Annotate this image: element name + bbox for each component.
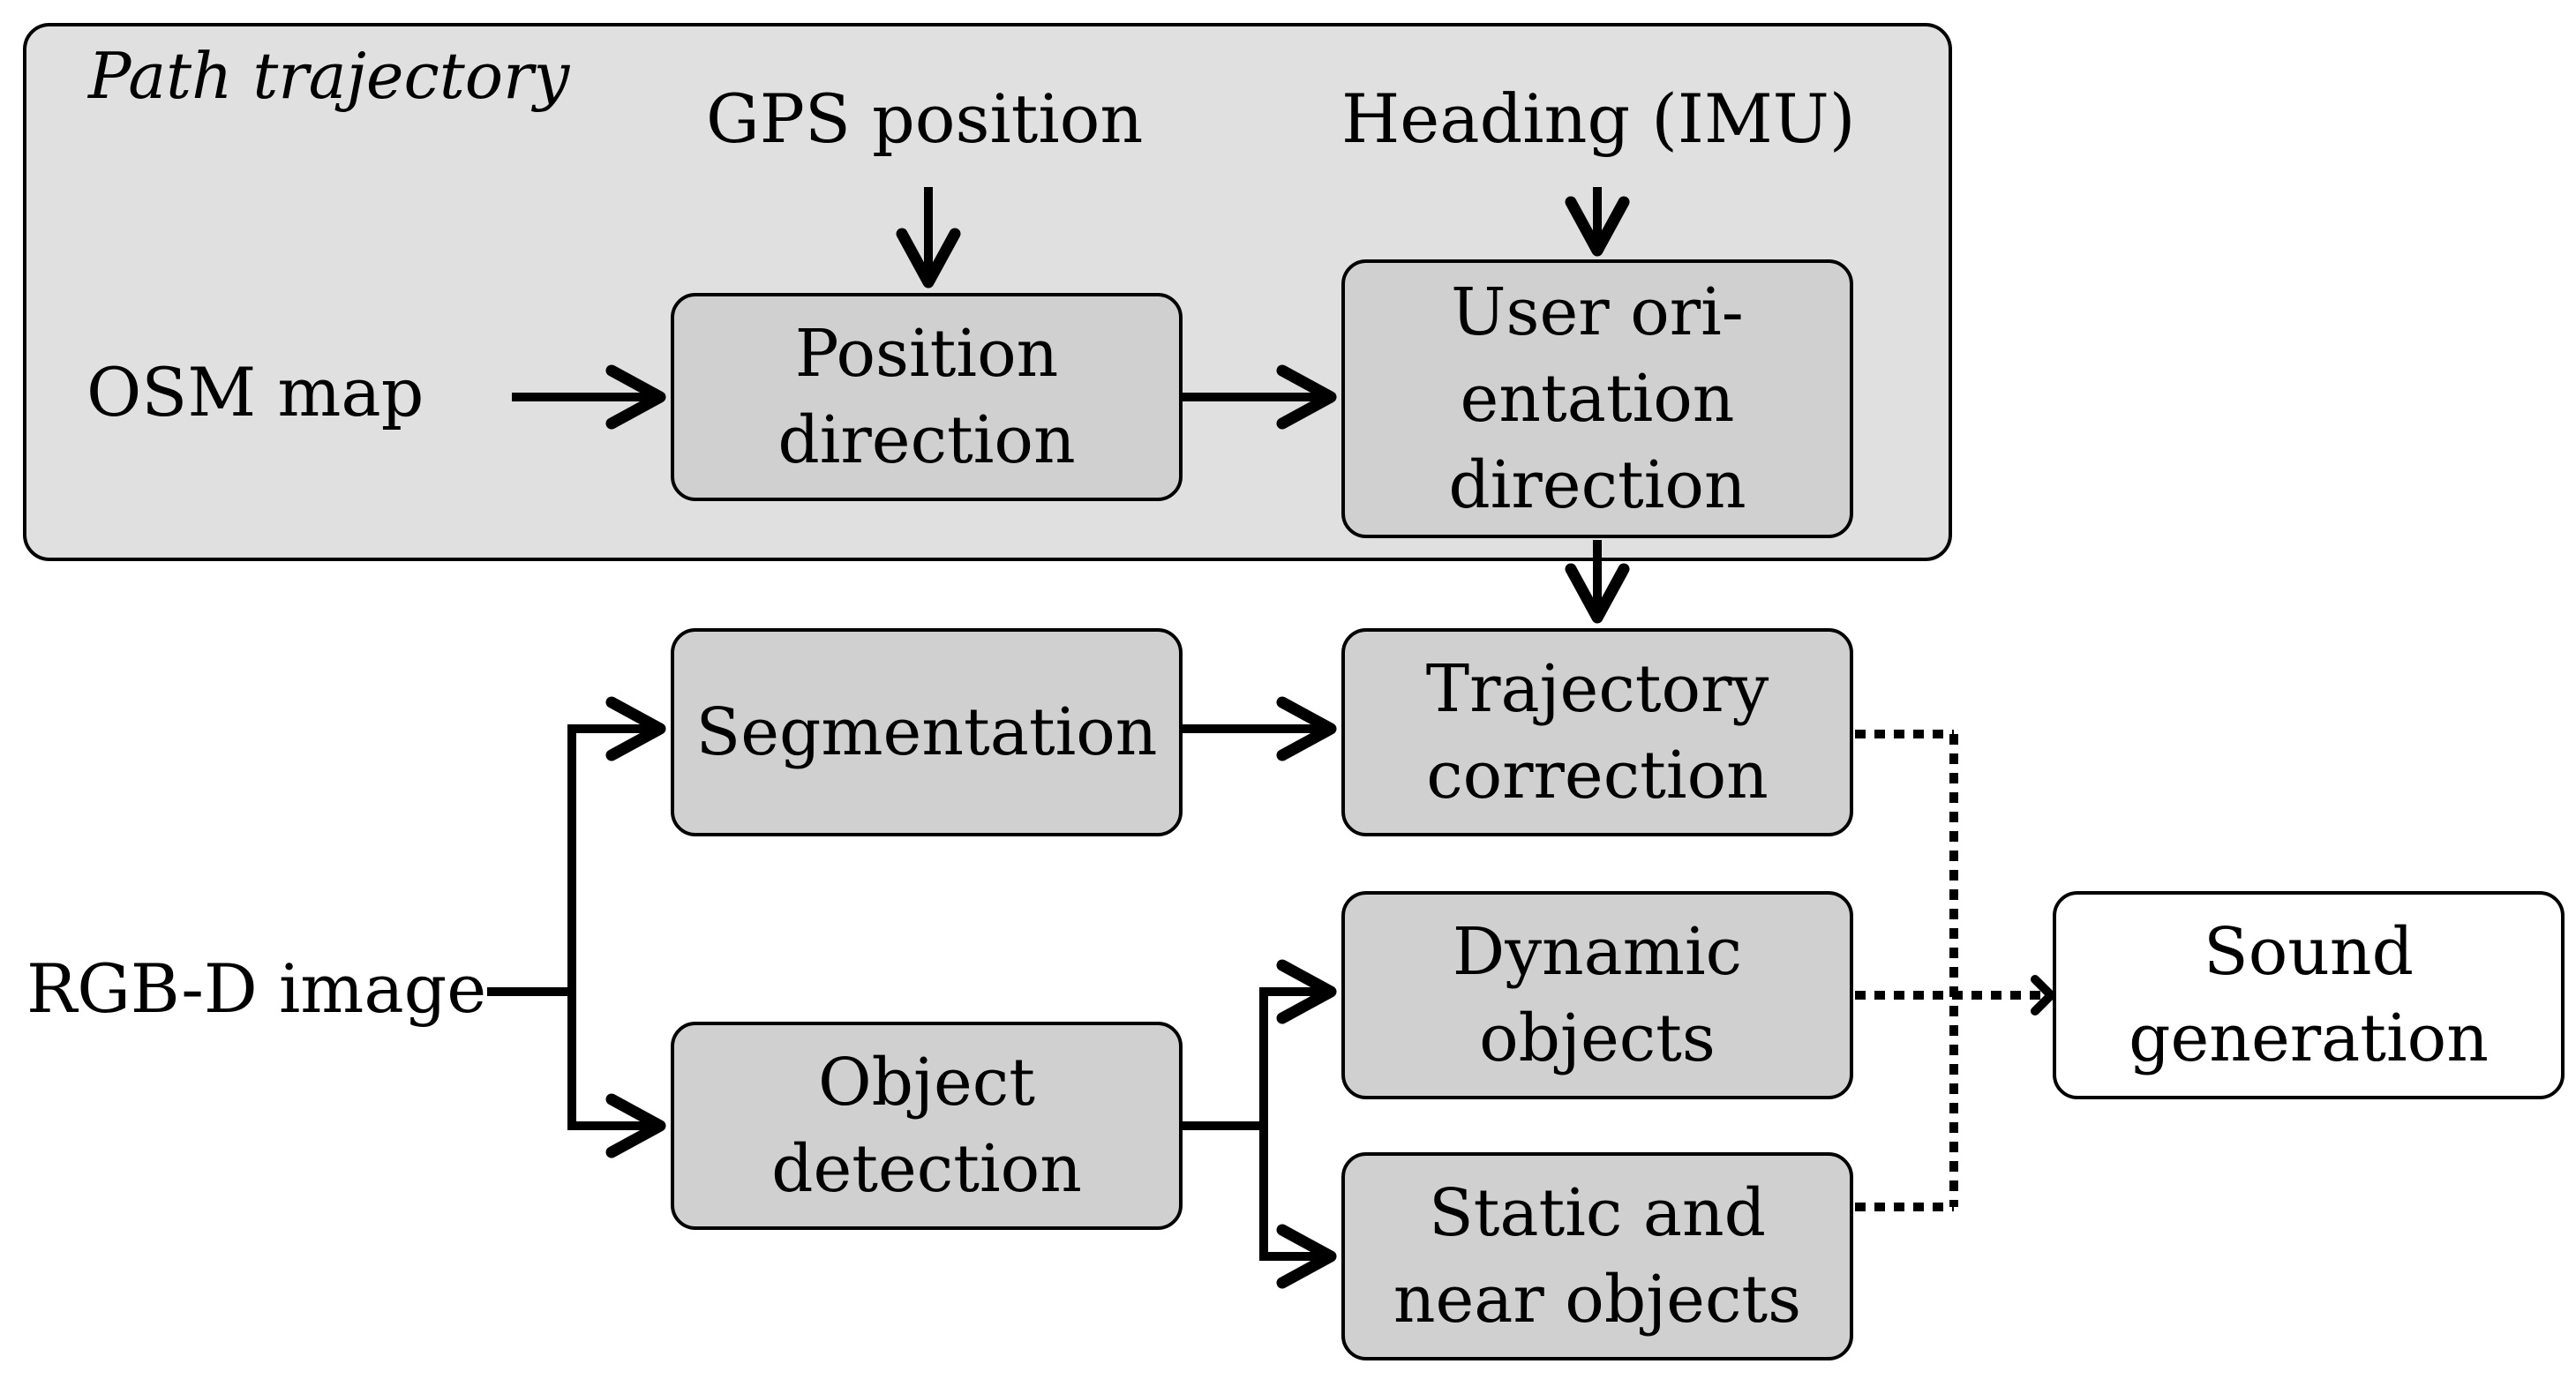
position-direction-line-1: Position: [794, 316, 1059, 392]
gps-position-label: GPS position: [706, 79, 1144, 158]
dynamic-objects-line-2: objects: [1479, 1001, 1716, 1076]
path-trajectory-title: Path trajectory: [88, 39, 570, 113]
user-orientation-line-3: direction: [1448, 447, 1746, 523]
segmentation-line-1: Segmentation: [695, 694, 1158, 770]
trajectory-correction-line-2: correction: [1426, 738, 1769, 813]
user-orientation-line-2: entation: [1460, 361, 1735, 437]
user-orientation-box: User ori- entation direction: [1341, 259, 1853, 538]
position-direction-line-2: direction: [777, 402, 1076, 478]
edge-detection-to-dynamic: [1259, 959, 1337, 1126]
object-detection-box: Object detection: [671, 1022, 1183, 1230]
sound-generation-line-1: Sound: [2204, 914, 2414, 990]
edge-detection-to-static: [1259, 1126, 1337, 1289]
rgbd-image-label: RGB-D image: [26, 949, 487, 1028]
edge-rgbd-to-object-detection: [567, 992, 666, 1158]
edge-sound-arrowhead: [2031, 975, 2055, 1016]
static-near-objects-box: Static and near objects: [1341, 1152, 1853, 1360]
osm-map-label: OSM map: [86, 353, 424, 431]
sound-generation-line-2: generation: [2129, 1001, 2489, 1076]
static-near-objects-line-2: near objects: [1393, 1262, 1802, 1338]
dynamic-objects-line-1: Dynamic: [1452, 914, 1743, 990]
trajectory-correction-box: Trajectory correction: [1341, 628, 1853, 836]
edge-rgbd-to-segmentation: [567, 696, 666, 992]
object-detection-line-1: Object: [818, 1045, 1035, 1120]
user-orientation-line-1: User ori-: [1451, 274, 1744, 350]
dynamic-objects-box: Dynamic objects: [1341, 891, 1853, 1099]
sound-generation-box: Sound generation: [2053, 891, 2565, 1099]
static-near-objects-line-1: Static and: [1428, 1175, 1767, 1251]
trajectory-correction-line-1: Trajectory: [1425, 651, 1769, 727]
position-direction-box: Position direction: [671, 293, 1183, 501]
heading-imu-label: Heading (IMU): [1341, 79, 1856, 158]
object-detection-line-2: detection: [771, 1131, 1082, 1207]
segmentation-box: Segmentation: [671, 628, 1183, 836]
